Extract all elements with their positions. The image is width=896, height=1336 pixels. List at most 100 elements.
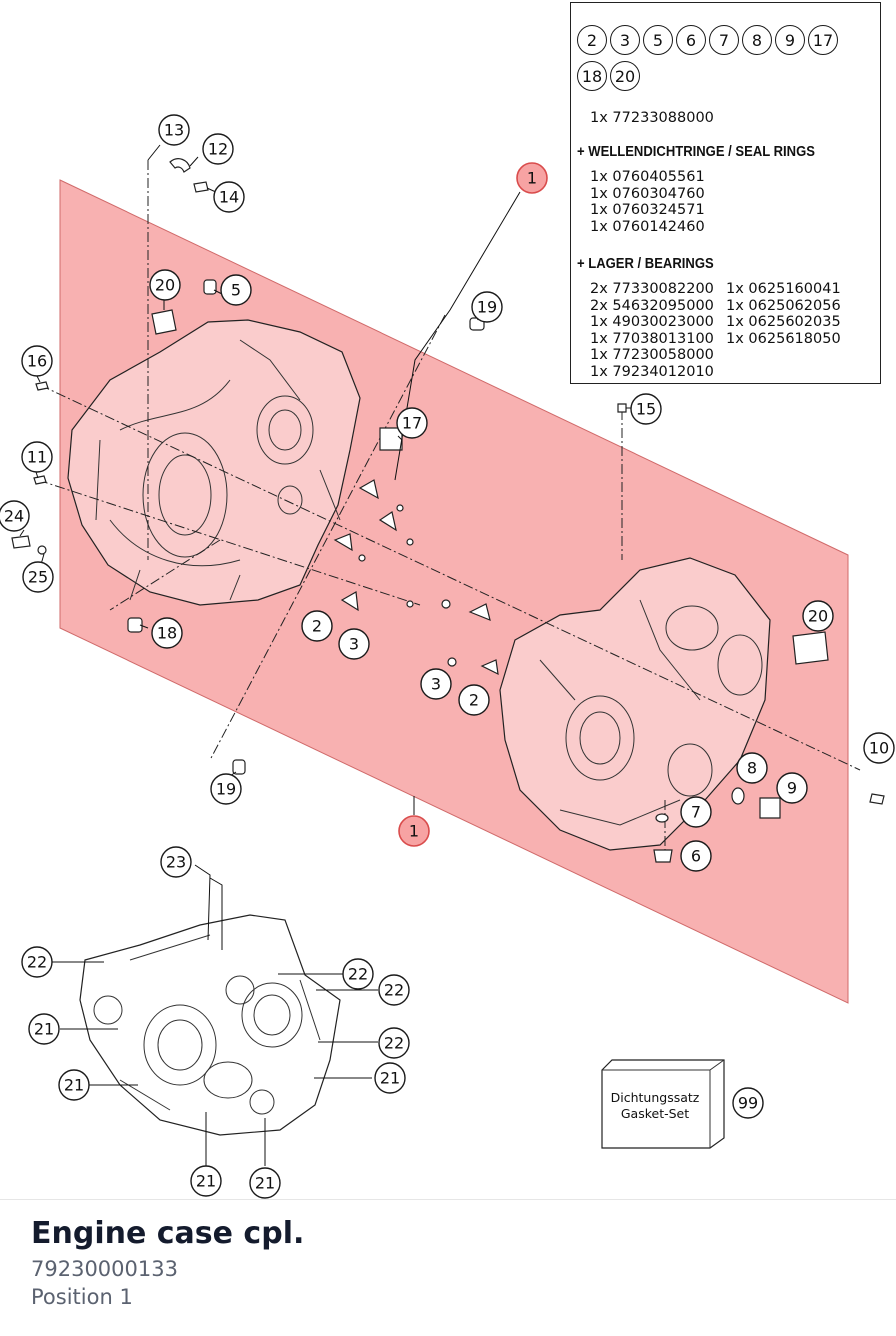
engine-case-highlight-area[interactable] bbox=[59, 179, 849, 1004]
callout-20-left[interactable]: 20 bbox=[149, 269, 181, 301]
callout-5[interactable]: 5 bbox=[220, 274, 252, 306]
list-item: 1x 0760304760 bbox=[590, 185, 705, 202]
svg-text:8: 8 bbox=[747, 759, 757, 778]
svg-text:20: 20 bbox=[808, 607, 828, 626]
callout-20-right[interactable]: 20 bbox=[802, 600, 834, 632]
gasket-set-line1: Dichtungssatz bbox=[610, 1090, 700, 1105]
list-item: 2x 54632095000 bbox=[590, 297, 714, 314]
bearings-heading: + LAGER / BEARINGS bbox=[577, 256, 714, 272]
svg-text:1: 1 bbox=[527, 169, 537, 188]
svg-text:15: 15 bbox=[636, 400, 656, 419]
kit-callout[interactable]: 9 bbox=[775, 25, 805, 55]
svg-text:1: 1 bbox=[409, 822, 419, 841]
callout-21-bottom-right[interactable]: 21 bbox=[249, 1167, 281, 1199]
callout-21-left-upper[interactable]: 21 bbox=[28, 1013, 60, 1045]
kit-callout[interactable]: 20 bbox=[610, 61, 640, 91]
callout-2-right[interactable]: 2 bbox=[458, 684, 490, 716]
list-item: 1x 0760142460 bbox=[590, 218, 705, 235]
exploded-parts-diagram: 1 1 2 2 3 3 5 6 7 8 9 10 11 12 13 14 15 … bbox=[0, 114, 895, 1199]
bearings-list-right: 1x 0625160041 1x 0625062056 1x 062560203… bbox=[726, 281, 841, 347]
callout-99[interactable]: 99 bbox=[732, 1087, 764, 1119]
svg-text:21: 21 bbox=[64, 1076, 84, 1095]
svg-text:14: 14 bbox=[219, 188, 239, 207]
svg-text:21: 21 bbox=[196, 1172, 216, 1191]
svg-text:7: 7 bbox=[691, 803, 701, 822]
kit-callout[interactable]: 2 bbox=[577, 25, 607, 55]
svg-text:22: 22 bbox=[384, 1034, 404, 1053]
callout-14[interactable]: 14 bbox=[213, 181, 245, 213]
svg-text:22: 22 bbox=[348, 965, 368, 984]
axis-line-16 bbox=[39, 384, 861, 771]
callout-22-right-low[interactable]: 22 bbox=[378, 1027, 410, 1059]
svg-text:18: 18 bbox=[157, 624, 177, 643]
seal-rings-heading: + WELLENDICHTRINGE / SEAL RINGS bbox=[577, 144, 815, 160]
callout-7[interactable]: 7 bbox=[680, 796, 712, 828]
kit-callout[interactable]: 7 bbox=[709, 25, 739, 55]
gasket-set-box bbox=[601, 1059, 725, 1149]
callout-21-bottom-left[interactable]: 21 bbox=[190, 1165, 222, 1197]
callout-24[interactable]: 24 bbox=[0, 500, 30, 532]
gasket-set-label: Dichtungssatz Gasket-Set bbox=[602, 1090, 708, 1122]
part-number: 79230000133 bbox=[31, 1257, 178, 1281]
bearings-list-left: 2x 77330082200 2x 54632095000 1x 4903002… bbox=[590, 281, 714, 381]
callout-3-right[interactable]: 3 bbox=[420, 668, 452, 700]
svg-text:21: 21 bbox=[255, 1174, 275, 1193]
svg-text:25: 25 bbox=[28, 568, 48, 587]
callout-3-left[interactable]: 3 bbox=[338, 628, 370, 660]
callout-21-left-lower[interactable]: 21 bbox=[58, 1069, 90, 1101]
callout-21-right[interactable]: 21 bbox=[374, 1062, 406, 1094]
callout-6[interactable]: 6 bbox=[680, 840, 712, 872]
callout-12[interactable]: 12 bbox=[202, 133, 234, 165]
svg-text:6: 6 bbox=[691, 847, 701, 866]
svg-text:99: 99 bbox=[738, 1094, 758, 1113]
svg-text:9: 9 bbox=[787, 779, 797, 798]
callout-16[interactable]: 16 bbox=[21, 345, 53, 377]
kit-callout[interactable]: 17 bbox=[808, 25, 838, 55]
callout-9[interactable]: 9 bbox=[776, 772, 808, 804]
callout-15[interactable]: 15 bbox=[630, 393, 662, 425]
list-item: 1x 49030023000 bbox=[590, 314, 714, 331]
kit-callout[interactable]: 6 bbox=[676, 25, 706, 55]
callout-1-top[interactable]: 1 bbox=[516, 162, 548, 194]
list-item: 1x 79234012010 bbox=[590, 363, 714, 380]
callout-22-right-top[interactable]: 22 bbox=[342, 958, 374, 990]
kit-callout[interactable]: 8 bbox=[742, 25, 772, 55]
part-title: Engine case cpl. bbox=[31, 1216, 305, 1251]
axis-line-18 bbox=[109, 539, 221, 611]
svg-text:5: 5 bbox=[231, 281, 241, 300]
list-item: 1x 0625618050 bbox=[726, 330, 841, 347]
callout-23[interactable]: 23 bbox=[160, 846, 192, 878]
list-item: 2x 77330082200 bbox=[590, 281, 714, 297]
kit-callout[interactable]: 5 bbox=[643, 25, 673, 55]
axis-line-19a bbox=[209, 314, 446, 761]
callout-25[interactable]: 25 bbox=[22, 561, 54, 593]
callout-19-bottom[interactable]: 19 bbox=[210, 773, 242, 805]
kit-callout[interactable]: 18 bbox=[577, 61, 607, 91]
callout-11[interactable]: 11 bbox=[21, 441, 53, 473]
part-info-footer: Engine case cpl. 79230000133 Position 1 bbox=[0, 1199, 896, 1336]
callout-22-left[interactable]: 22 bbox=[21, 946, 53, 978]
bolt-location-detail-drawing bbox=[79, 914, 341, 1136]
list-item: 1x 0760405561 bbox=[590, 169, 705, 185]
callout-10[interactable]: 10 bbox=[863, 732, 895, 764]
list-item: 1x 0625160041 bbox=[726, 281, 841, 297]
callout-2-left[interactable]: 2 bbox=[301, 610, 333, 642]
svg-text:10: 10 bbox=[869, 739, 889, 758]
callout-22-right-mid[interactable]: 22 bbox=[378, 974, 410, 1006]
callout-1-bottom[interactable]: 1 bbox=[398, 815, 430, 847]
callout-19-top[interactable]: 19 bbox=[471, 291, 503, 323]
svg-text:12: 12 bbox=[208, 140, 228, 159]
svg-text:21: 21 bbox=[380, 1069, 400, 1088]
callout-18[interactable]: 18 bbox=[151, 617, 183, 649]
svg-text:3: 3 bbox=[349, 635, 359, 654]
callout-13[interactable]: 13 bbox=[158, 114, 190, 146]
svg-text:11: 11 bbox=[27, 448, 47, 467]
kit-callout[interactable]: 3 bbox=[610, 25, 640, 55]
list-item: 1x 77230058000 bbox=[590, 347, 714, 364]
list-item: 1x 0625602035 bbox=[726, 314, 841, 331]
right-case-half-drawing bbox=[499, 557, 771, 851]
list-item: 1x 77038013100 bbox=[590, 330, 714, 347]
callout-17[interactable]: 17 bbox=[396, 407, 428, 439]
callout-8[interactable]: 8 bbox=[736, 752, 768, 784]
